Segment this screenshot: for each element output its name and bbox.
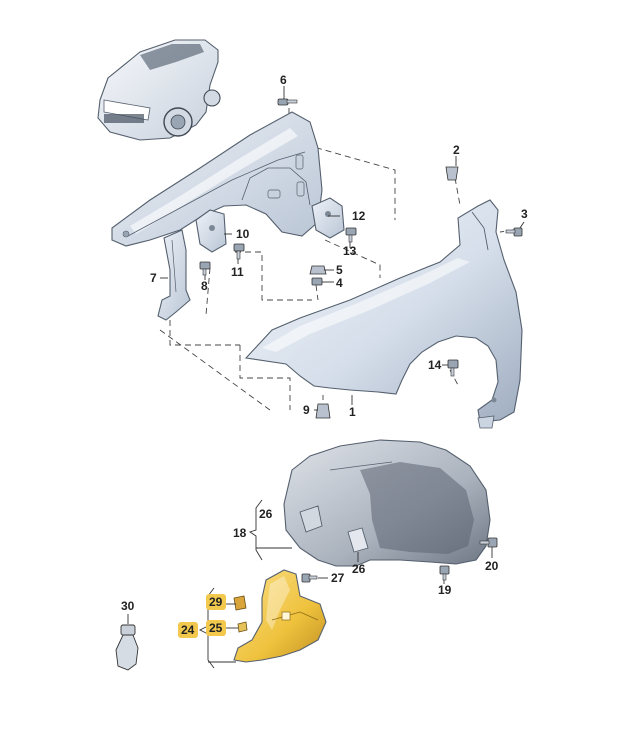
front-frame-panel xyxy=(111,111,323,247)
callout-30: 30 xyxy=(121,599,135,613)
callout-18: 18 xyxy=(233,526,247,540)
callout-5: 5 xyxy=(336,263,343,277)
callout-29: 29 xyxy=(209,595,223,609)
bolt-20 xyxy=(479,537,498,548)
callout-1: 1 xyxy=(349,405,356,419)
callout-14: 14 xyxy=(428,358,442,372)
callout-11: 11 xyxy=(231,265,244,279)
wheel-housing-liner xyxy=(283,439,491,567)
bolt-27 xyxy=(301,573,318,583)
callout-9: 9 xyxy=(303,403,310,417)
mounting-bracket-12 xyxy=(311,197,345,239)
bolt-11 xyxy=(233,243,245,260)
underbody-shield-24 xyxy=(233,569,327,663)
bolt-3 xyxy=(505,227,523,237)
vehicle-thumbnail xyxy=(97,39,221,141)
callout-26: 26 xyxy=(352,562,366,576)
sealant-tube-30 xyxy=(115,624,139,671)
callout-6: 6 xyxy=(280,73,287,87)
callout-4: 4 xyxy=(336,276,343,290)
callout-26-group: 26 xyxy=(259,507,273,521)
bolt-14 xyxy=(447,359,459,377)
callout-25: 25 xyxy=(209,621,223,635)
nut-5 xyxy=(309,265,327,275)
callout-labels: 6 2 3 12 13 10 11 7 8 5 4 14 9 1 18 26 2… xyxy=(121,73,528,638)
clip-29 xyxy=(233,595,247,611)
clip-9 xyxy=(315,403,331,419)
bolt-13 xyxy=(345,227,357,243)
callout-24: 24 xyxy=(181,623,195,637)
callout-2: 2 xyxy=(453,143,460,157)
bolt-6 xyxy=(277,98,298,106)
clip-2 xyxy=(445,166,459,181)
callout-20: 20 xyxy=(485,559,499,573)
callout-24-highlight xyxy=(178,622,198,638)
callout-3: 3 xyxy=(521,207,528,221)
callout-13: 13 xyxy=(343,244,357,258)
callout-27: 27 xyxy=(331,571,345,585)
callout-19: 19 xyxy=(438,583,452,597)
callout-12: 12 xyxy=(352,209,366,223)
bolt-19 xyxy=(439,565,450,581)
bolt-8 xyxy=(199,261,211,276)
leader-lines xyxy=(127,86,525,669)
mounting-bracket-10 xyxy=(195,209,227,253)
clip-nut-25 xyxy=(237,621,248,633)
callout-29-highlight xyxy=(206,594,226,610)
front-fender-panel xyxy=(244,199,523,429)
callout-8: 8 xyxy=(201,279,208,293)
bolt-4 xyxy=(311,277,323,286)
support-bracket-7 xyxy=(157,229,191,321)
callout-25-highlight xyxy=(206,620,226,636)
callout-10: 10 xyxy=(236,227,250,241)
callout-7: 7 xyxy=(150,271,157,285)
